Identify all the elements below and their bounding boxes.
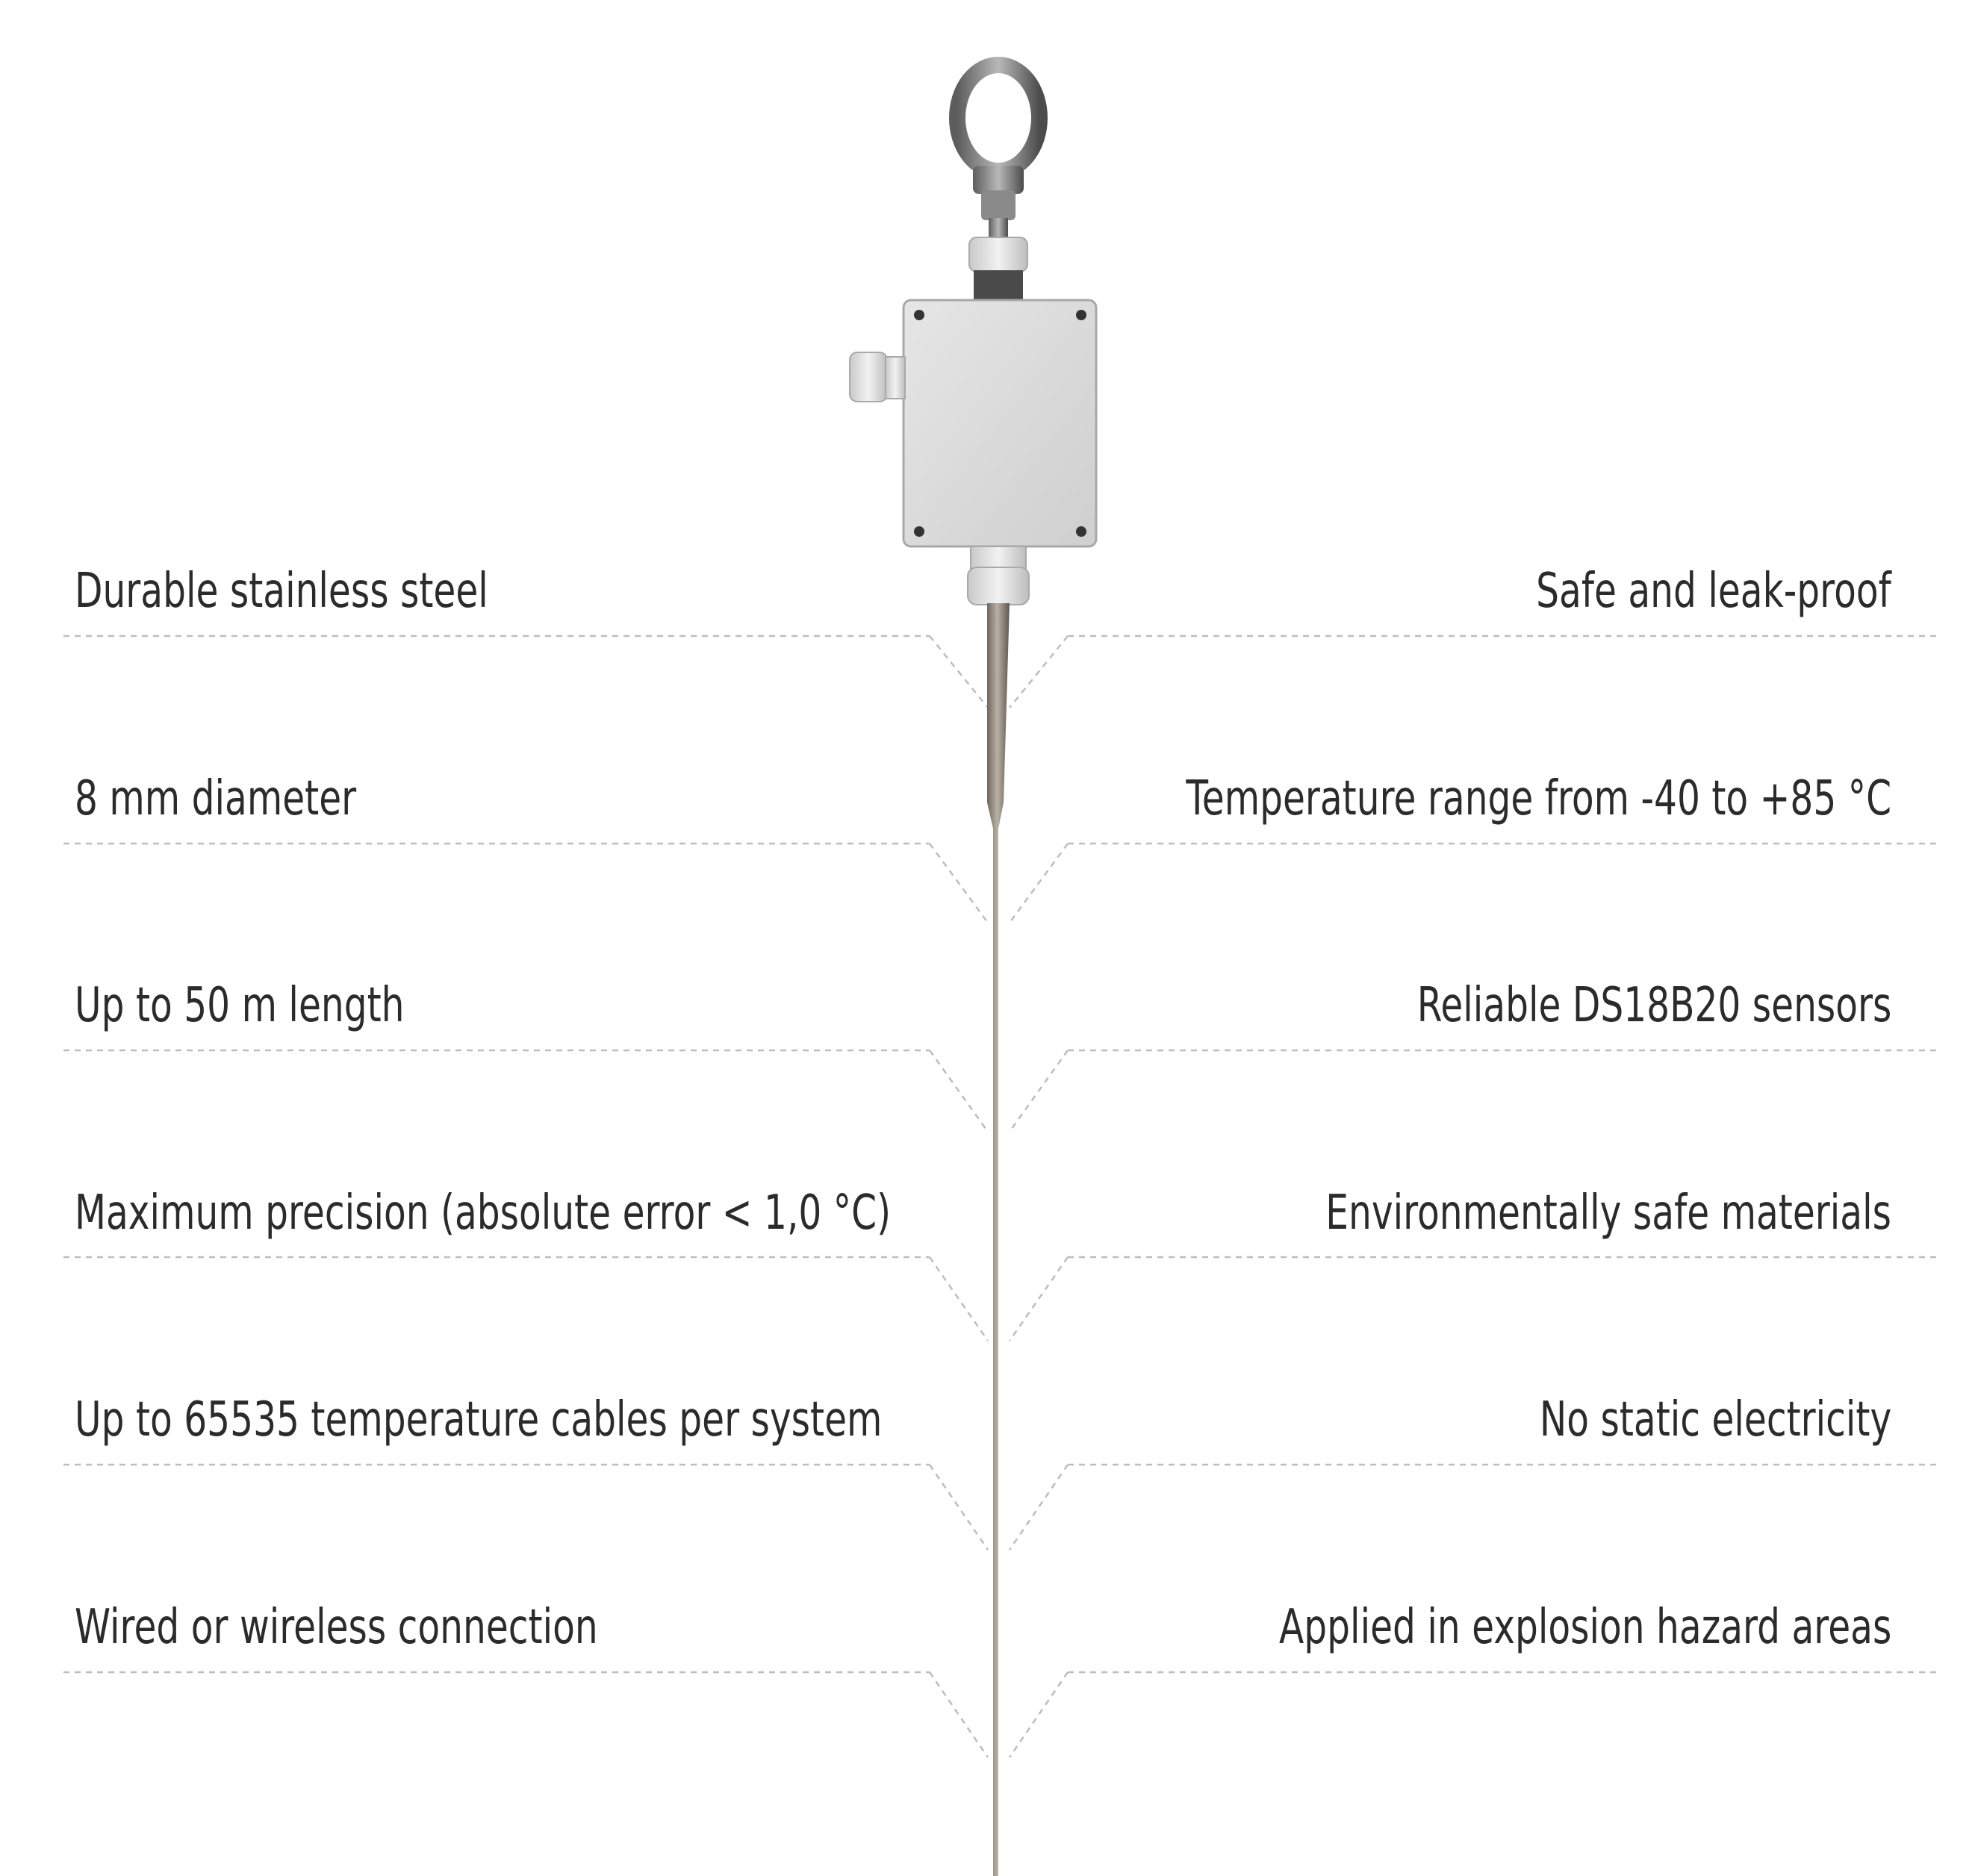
leader-line-right-diagonal: [1008, 1050, 1069, 1132]
feature-label-left: Durable stainless steel: [75, 564, 488, 619]
feature-label-right: Reliable DS18B20 sensors: [1416, 978, 1891, 1033]
feature-label-left: 8 mm diameter: [75, 771, 357, 826]
feature-label-right: Environmentally safe materials: [1325, 1185, 1891, 1241]
leader-line-left-diagonal: [928, 1256, 989, 1341]
side-cable-gland: [849, 352, 906, 402]
eye-bolt: [949, 57, 1048, 239]
feature-label-right: Safe and leak-proof: [1536, 564, 1891, 619]
leader-line-right-diagonal: [1008, 1256, 1069, 1341]
leader-line-right-diagonal: [1009, 635, 1069, 708]
leader-line-left-diagonal: [928, 843, 989, 923]
leader-line-right-diagonal: [1008, 1671, 1069, 1758]
leader-lines: [63, 635, 1938, 1758]
leader-line-right-diagonal: [1008, 843, 1069, 923]
leader-line-left-diagonal: [928, 1050, 989, 1132]
top-cable-gland: [968, 237, 1028, 300]
bottom-cable-gland: [967, 546, 1030, 605]
leader-line-left-diagonal: [929, 635, 989, 708]
leader-line-right-diagonal: [1008, 1464, 1069, 1551]
feature-label-left: Up to 65535 temperature cables per syste…: [75, 1392, 883, 1447]
leader-line-left-diagonal: [928, 1671, 989, 1758]
feature-label-right: No static electricity: [1539, 1392, 1891, 1447]
junction-box: [902, 299, 1098, 548]
feature-label-right: Temperature range from -40 to +85 °C: [1186, 771, 1891, 826]
leader-line-left-diagonal: [928, 1464, 989, 1551]
feature-label-left: Wired or wireless connection: [75, 1600, 598, 1655]
feature-label-right: Applied in explosion hazard areas: [1278, 1600, 1891, 1655]
feature-label-left: Maximum precision (absolute error < 1,0 …: [75, 1185, 892, 1241]
temperature-sensor-rod: [987, 603, 1010, 1876]
feature-label-left: Up to 50 m length: [75, 978, 405, 1033]
